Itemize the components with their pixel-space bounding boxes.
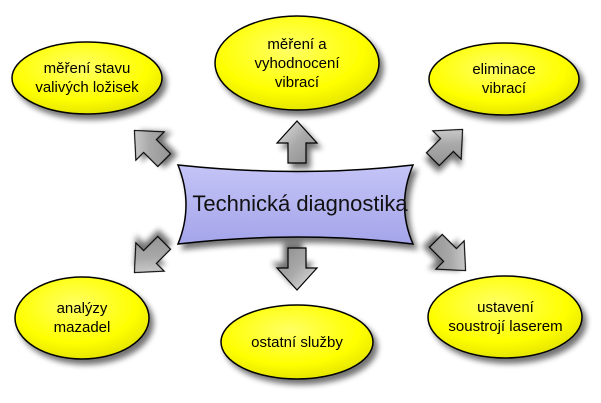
node-bottom-left-label: analýzy mazadel [53,300,111,336]
arrow-top-center [275,120,319,164]
node-bottom-center: ostatní služby [227,322,367,362]
node-top-right-label: eliminace vibrací [472,61,536,97]
node-bottom-right: ustavení soustrojí laserem [433,287,578,347]
node-top-left: měření stavu valivých ložisek [17,48,157,108]
node-ellipse-bottom-left [14,276,150,360]
node-bottom-left: analýzy mazadel [22,288,142,348]
node-top-center-label: měření a vyhodnocení vibrací [254,35,340,91]
center-banner-shape [176,164,415,245]
node-ellipse-top-right [428,42,580,116]
node-ellipse-top-center [214,15,380,111]
node-top-center: měření a vyhodnocení vibrací [222,24,372,102]
arrow-top-left [133,129,172,168]
arrow-top-right [425,128,464,167]
arrow-bottom-left [133,235,172,274]
node-ellipse-top-left [11,41,163,115]
node-ellipse-bottom-center [220,304,374,380]
arrow-bottom-center [275,247,319,291]
center-title-text: Technická diagnostika [192,191,408,216]
center-title: Technická diagnostika [190,186,410,222]
node-bottom-center-label: ostatní služby [251,333,343,351]
node-bottom-right-label: ustavení soustrojí laserem [448,299,563,335]
arrow-bottom-right [428,233,467,272]
node-top-left-label: měření stavu valivých ložisek [35,60,139,96]
node-top-right: eliminace vibrací [434,49,574,109]
node-ellipse-bottom-right [427,275,583,359]
